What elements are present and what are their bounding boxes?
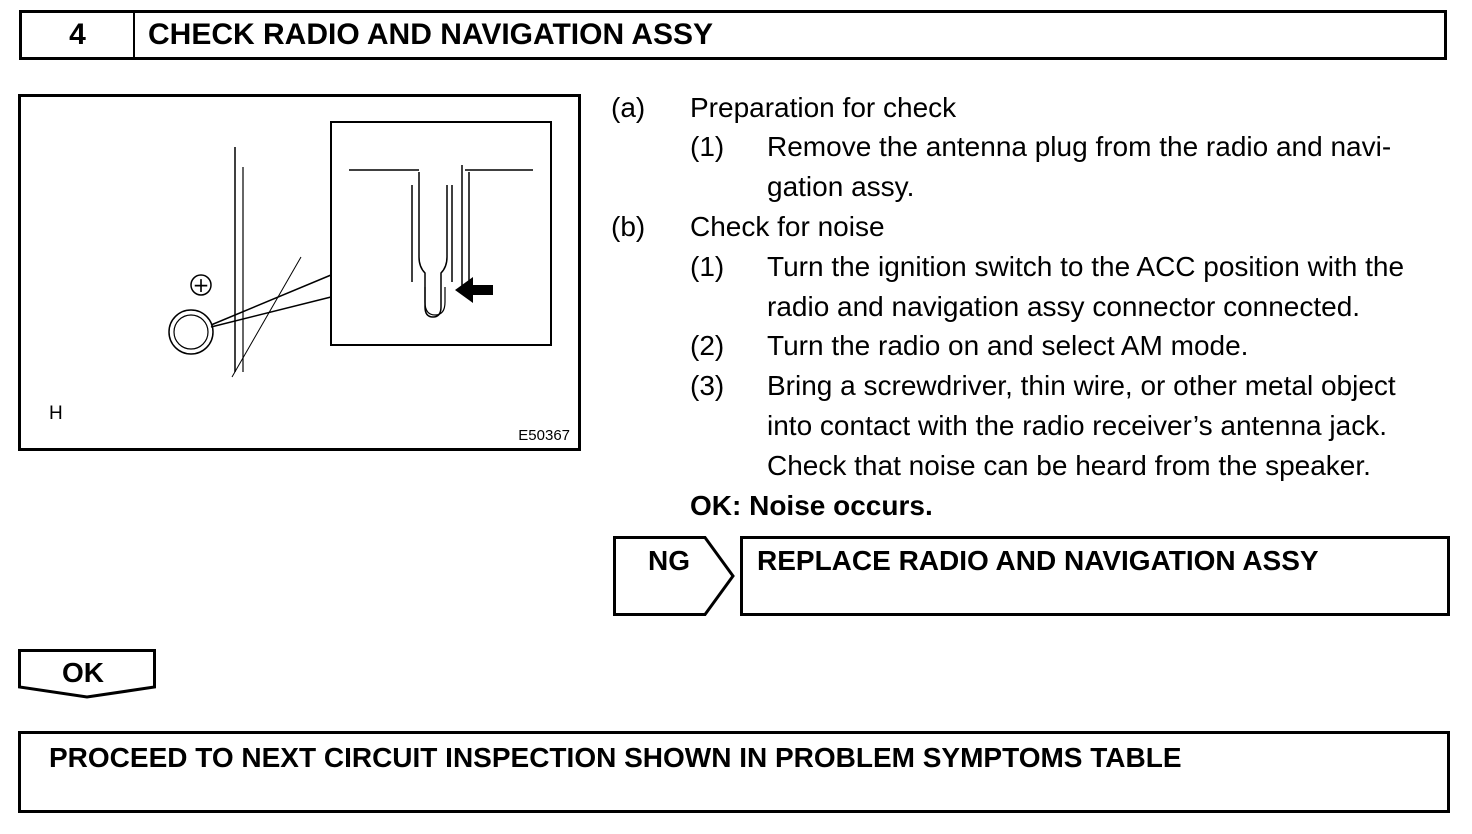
ng-label: NG <box>648 545 690 576</box>
step-number: 4 <box>22 13 135 57</box>
instruction-b1-line2: radio and navigation assy connector conn… <box>767 291 1361 322</box>
instruction-a1-label: (1) <box>690 131 725 162</box>
antenna-jack-illustration: + H E50367 <box>18 94 581 451</box>
ng-arrow-box <box>613 536 735 616</box>
final-result-text: PROCEED TO NEXT CIRCUIT INSPECTION SHOWN… <box>49 742 1182 773</box>
callout-line-top <box>210 274 332 326</box>
arrow-icon <box>455 277 493 303</box>
antenna-jack-inner <box>173 314 209 350</box>
callout-line-bottom <box>210 296 332 328</box>
ok-arrow-box <box>18 649 156 699</box>
figure-corner-mark: H <box>49 403 63 424</box>
instruction-b2-line1: Turn the radio on and select AM mode. <box>767 330 1249 361</box>
instruction-a-label: (a) <box>611 92 646 123</box>
plus-circle-icon <box>190 274 212 296</box>
plus-symbol: + <box>193 273 210 297</box>
jack-pin-tip <box>424 287 446 316</box>
panel-diagonal-line <box>231 256 302 378</box>
step-header: 4 CHECK RADIO AND NAVIGATION ASSY <box>19 10 1447 60</box>
instruction-b3-line1: Bring a screwdriver, thin wire, or other… <box>767 370 1396 401</box>
jack-cross-section-left <box>411 172 453 318</box>
instruction-b2-label: (2) <box>690 330 725 361</box>
instruction-b3-line2: into contact with the radio receiver’s a… <box>767 410 1387 441</box>
instruction-a-text: Preparation for check <box>690 92 957 123</box>
instruction-b1-line1: Turn the ignition switch to the ACC posi… <box>767 251 1405 282</box>
final-result-box: PROCEED TO NEXT CIRCUIT INSPECTION SHOWN… <box>18 731 1450 813</box>
ok-label: OK <box>62 657 104 688</box>
ng-result-text: REPLACE RADIO AND NAVIGATION ASSY <box>757 545 1319 576</box>
antenna-jack-outer <box>168 309 214 355</box>
instruction-a1-line2: gation assy. <box>767 171 915 202</box>
instruction-b-label: (b) <box>611 211 646 242</box>
instruction-a1-line1: Remove the antenna plug from the radio a… <box>767 131 1392 162</box>
step-title: CHECK RADIO AND NAVIGATION ASSY <box>148 18 714 51</box>
antenna-jack-drawing: + <box>168 121 552 378</box>
instruction-b1-label: (1) <box>690 251 725 282</box>
ng-result-box: REPLACE RADIO AND NAVIGATION ASSY <box>740 536 1450 616</box>
jack-cross-section-right <box>461 165 470 287</box>
instruction-b3-label: (3) <box>690 370 725 401</box>
figure-code: E50367 <box>518 427 570 444</box>
instruction-b-text: Check for noise <box>690 211 885 242</box>
ok-condition: OK: Noise occurs. <box>690 490 933 521</box>
instruction-b3-line3: Check that noise can be heard from the s… <box>767 450 1371 481</box>
